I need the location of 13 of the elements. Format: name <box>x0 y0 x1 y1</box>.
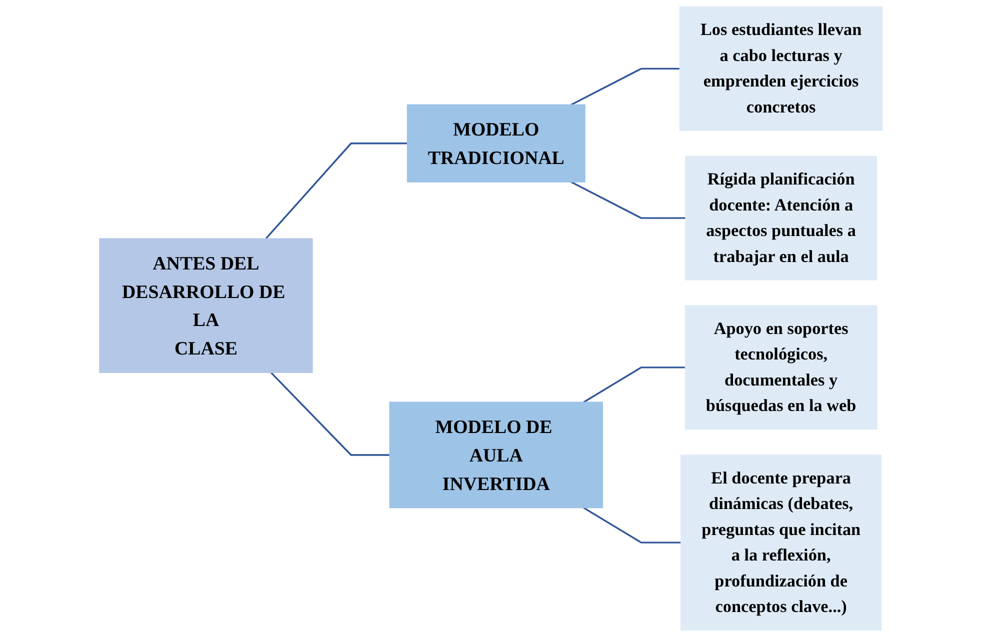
node-box: El docente prepara dinámicas (debates, preguntas que incitan a la reflexión, profundización de conceptos clave...) <box>680 454 882 631</box>
connector <box>270 372 390 456</box>
node-box: MODELO DE AULA INVERTIDA <box>389 402 604 508</box>
connector <box>570 68 680 106</box>
node-box: Rígida planificación docente: Atención a aspectos puntuales a trabajar en el aula <box>685 156 878 280</box>
connector <box>583 507 682 544</box>
node-box: MODELO TRADICIONAL <box>406 104 586 182</box>
node-box: Los estudiantes llevan a cabo lecturas y emprenden ejercicios concretos <box>680 6 883 131</box>
connector <box>265 142 408 240</box>
node-box: ANTES DEL DESARROLLO DE LA CLASE <box>99 238 313 374</box>
connector <box>583 366 686 403</box>
connector <box>570 181 686 219</box>
node-box: Apoyo en soportes tecnológicos, documentales y búsquedas en la web <box>685 305 878 430</box>
